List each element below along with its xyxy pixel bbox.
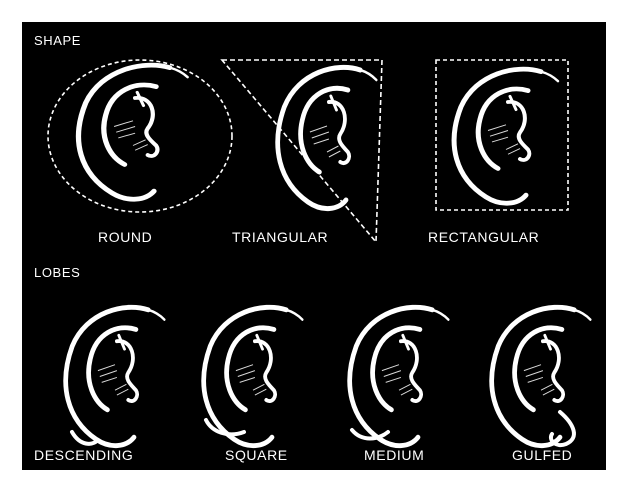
- ear-lobe-gulfed: [492, 307, 591, 445]
- ear-lobe-medium: [350, 307, 449, 445]
- label-medium: MEDIUM: [364, 447, 424, 463]
- label-round: ROUND: [98, 229, 152, 245]
- ear-lobe-descending: [66, 307, 165, 445]
- ear-round: [48, 60, 232, 212]
- label-gulfed: GULFED: [512, 447, 572, 463]
- ear-triangular: [222, 60, 382, 242]
- label-rectangular: RECTANGULAR: [428, 229, 539, 245]
- label-square: SQUARE: [225, 447, 288, 463]
- ear-lobe-square: [204, 307, 303, 445]
- section-heading-lobes: LOBES: [34, 265, 80, 281]
- ear-rectangular: [436, 60, 568, 210]
- label-triangular: TRIANGULAR: [232, 229, 328, 245]
- section-heading-shape: SHAPE: [34, 33, 81, 49]
- label-descending: DESCENDING: [34, 447, 133, 463]
